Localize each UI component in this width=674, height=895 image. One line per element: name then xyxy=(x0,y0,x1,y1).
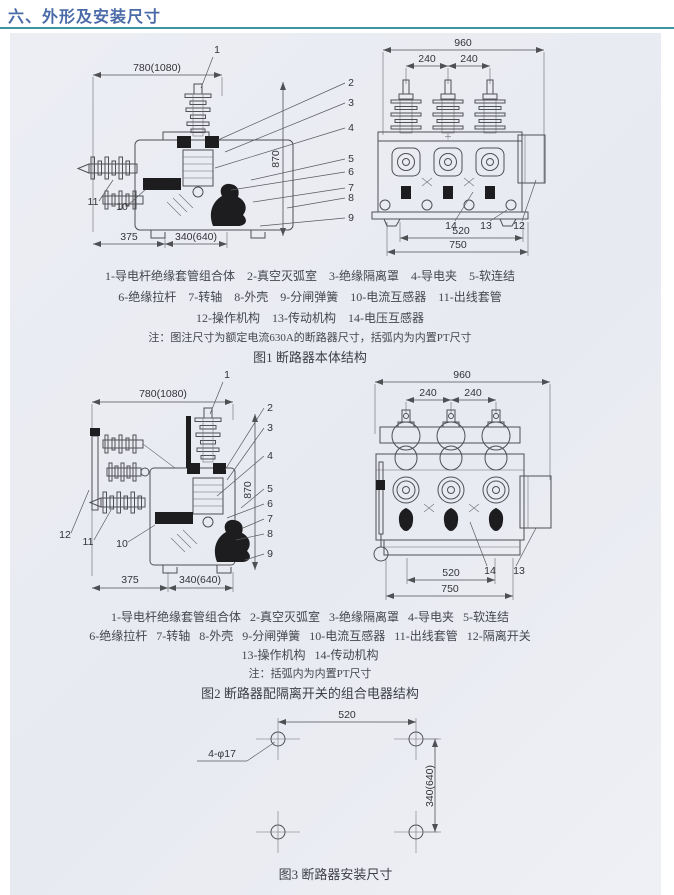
dim-label: 375 xyxy=(120,231,138,243)
callout-label: 13 xyxy=(480,220,492,232)
legend-line: 12-操作机构 13-传动机构 14-电压互感器 xyxy=(196,311,424,325)
mounting-holes xyxy=(256,718,438,853)
legend-line: 6-绝缘拉杆 7-转轴 8-外壳 9-分闸弹簧 10-电流互感器 11-出线套管 xyxy=(118,290,502,304)
callout-label: 2 xyxy=(348,77,354,89)
figure1-side-view-drawing: 780(1080) 870 375 340(640) xyxy=(76,44,354,248)
callout-label: 2 xyxy=(267,402,273,414)
callout-label: 6 xyxy=(348,166,354,178)
figure2-note: 注：括弧内为内置PT尺寸 xyxy=(248,668,372,680)
dim-label: 340(640) xyxy=(175,231,217,243)
callout-label: 10 xyxy=(116,538,128,550)
dim-label: 4-φ17 xyxy=(208,748,236,760)
dim-label: 750 xyxy=(441,583,459,595)
breaker-front-drawing xyxy=(371,79,546,227)
dim-label: 240 xyxy=(460,53,478,65)
callout-label: 5 xyxy=(267,483,273,495)
dim-label: 240 xyxy=(464,387,482,399)
part-callouts: 1 2 3 4 5 6 7 8 9 10 11 xyxy=(88,44,354,227)
pole-bushing xyxy=(432,79,464,134)
callout-label: 6 xyxy=(267,498,273,510)
dim-label: 960 xyxy=(453,369,471,381)
content-panel: 780(1080) 870 375 340(640) xyxy=(10,33,661,895)
figure1-legend: 1-导电杆绝缘套管组合体 2-真空灭弧室 3-绝缘隔离罩 4-导电夹 5-软连结… xyxy=(10,266,610,366)
callout-label: 11 xyxy=(83,536,94,548)
figure2-caption: 图2 断路器配隔离开关的组合电器结构 xyxy=(201,686,419,701)
legend-line: 1-导电杆绝缘套管组合体 2-真空灭弧室 3-绝缘隔离罩 4-导电夹 5-软连结 xyxy=(105,269,515,283)
callout-label: 9 xyxy=(267,548,273,560)
part-callouts: 14 13 12 xyxy=(445,179,537,232)
callout-label: 1 xyxy=(214,44,220,56)
dimension-lines: 520 340(640) 4-φ17 xyxy=(197,709,441,833)
dim-label: 960 xyxy=(454,37,472,49)
figure1-front-view-drawing: 960 240 240 520 750 xyxy=(371,37,546,256)
dim-label: 780(1080) xyxy=(133,62,181,74)
pole-bushing xyxy=(436,409,466,471)
callout-label: 3 xyxy=(267,422,273,434)
figure1-caption: 图1 断路器本体结构 xyxy=(253,350,367,365)
combined-breaker-drawing xyxy=(88,407,250,574)
callout-label: 10 xyxy=(116,201,128,213)
legend-line: 13-操作机构 14-传动机构 xyxy=(241,648,379,662)
callout-label: 8 xyxy=(348,192,354,204)
callout-label: 1 xyxy=(224,369,230,381)
legend-line: 1-导电杆绝缘套管组合体 2-真空灭弧室 3-绝缘隔离罩 4-导电夹 5-软连结 xyxy=(111,610,509,624)
page-title: 六、外形及安装尺寸 xyxy=(8,9,162,26)
callout-label: 5 xyxy=(348,153,354,165)
callout-label: 13 xyxy=(513,565,525,577)
callout-label: 3 xyxy=(348,97,354,109)
callout-label: 12 xyxy=(59,529,71,541)
dim-label: 375 xyxy=(121,574,139,586)
callout-label: 7 xyxy=(267,513,273,525)
dim-label: 520 xyxy=(442,567,460,579)
header-rule xyxy=(0,27,674,29)
figure2-side-view-drawing: 780(1080) 870 375 340(640) xyxy=(59,369,273,592)
dim-label: 240 xyxy=(418,53,436,65)
dim-label: 240 xyxy=(419,387,437,399)
pole-bushing xyxy=(474,79,506,134)
combined-front-drawing xyxy=(373,409,552,562)
callout-label: 4 xyxy=(267,450,273,462)
figure1-note: 注：图注尺寸为额定电流630A的断路器尺寸，括弧内为内置PT尺寸 xyxy=(148,332,472,344)
breaker-body-drawing xyxy=(76,83,294,239)
figure2-legend: 1-导电杆绝缘套管组合体 2-真空灭弧室 3-绝缘隔离罩 4-导电夹 5-软连结… xyxy=(10,608,610,702)
dim-label: 870 xyxy=(270,150,282,168)
callout-label: 12 xyxy=(513,220,525,232)
figure3-caption: 图3 断路器安装尺寸 xyxy=(278,867,393,882)
dim-label: 340(640) xyxy=(179,574,221,586)
callout-label: 4 xyxy=(348,122,354,134)
dim-label: 780(1080) xyxy=(139,388,187,400)
callout-label: 14 xyxy=(445,220,457,232)
figure2-front-view-drawing: 960 240 240 520 750 xyxy=(373,369,552,600)
callout-label: 9 xyxy=(348,212,354,224)
legend-line: 6-绝缘拉杆 7-转轴 8-外壳 9-分闸弹簧 10-电流互感器 11-出线套管… xyxy=(89,629,531,643)
callout-label: 11 xyxy=(88,196,99,208)
pole-bushing xyxy=(391,409,421,471)
figure3-mounting-drawing: 520 340(640) 4-φ17 xyxy=(197,709,441,853)
part-callouts: 1 2 3 4 5 6 7 8 9 10 11 12 xyxy=(59,369,273,561)
pole-bushing xyxy=(481,409,511,471)
dim-label: 750 xyxy=(449,239,467,251)
dimension-lines: 960 240 240 520 750 xyxy=(382,37,545,256)
callout-label: 7 xyxy=(348,182,354,194)
callout-label: 14 xyxy=(484,565,496,577)
dim-label: 870 xyxy=(242,481,254,499)
dim-label: 520 xyxy=(338,709,356,721)
dim-label: 520 xyxy=(452,225,470,237)
dimension-lines: 780(1080) 870 375 340(640) xyxy=(91,388,258,592)
part-callouts: 14 13 xyxy=(469,521,537,577)
pole-bushing xyxy=(390,79,422,134)
dim-label: 340(640) xyxy=(424,765,436,807)
dimension-lines: 960 240 240 520 750 xyxy=(374,369,551,600)
callout-label: 8 xyxy=(267,528,273,540)
dimension-lines: 780(1080) 870 375 340(640) xyxy=(92,62,286,248)
